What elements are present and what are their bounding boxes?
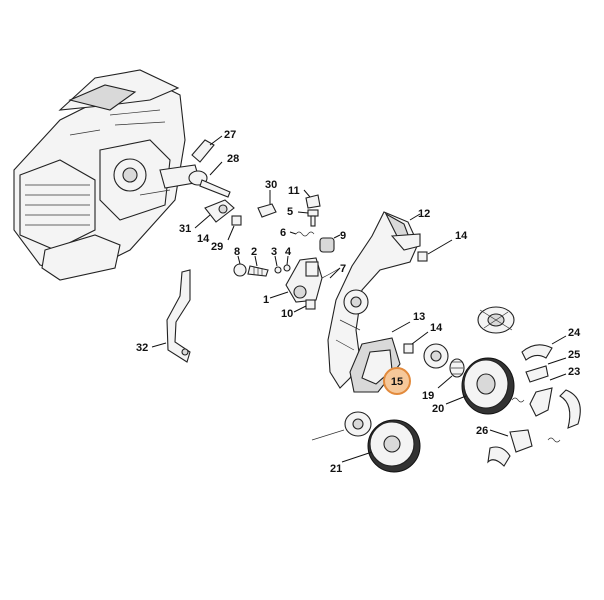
part-19-bearing	[437, 358, 465, 389]
part-26-clutch-parts	[487, 429, 533, 467]
callout-21[interactable]: 21	[330, 463, 342, 475]
part-31-lever	[194, 199, 235, 229]
part-29-screw	[227, 215, 242, 241]
part-32-bracket	[151, 269, 191, 363]
part-28-pin-assembly	[188, 161, 231, 198]
parts-2-3-4-8	[233, 255, 291, 277]
callout-8[interactable]: 8	[234, 246, 240, 258]
callout-27[interactable]: 27	[224, 129, 236, 141]
callout-19[interactable]: 19	[422, 390, 434, 402]
callout-6[interactable]: 6	[280, 227, 286, 239]
part-10-screw	[293, 299, 316, 313]
callout-1[interactable]: 1	[263, 294, 269, 306]
callout-14-right[interactable]: 14	[455, 230, 468, 242]
part-5-screw	[297, 209, 319, 227]
callout-5[interactable]: 5	[287, 206, 293, 218]
callout-15[interactable]: 15	[391, 376, 403, 388]
callout-11[interactable]: 11	[288, 185, 300, 197]
part-1-oil-pump	[269, 257, 323, 303]
callout-12[interactable]: 12	[418, 208, 430, 220]
callout-10[interactable]: 10	[281, 308, 293, 320]
callout-24[interactable]: 24	[568, 327, 581, 339]
part-14-screw-top	[417, 239, 453, 262]
callout-28[interactable]: 28	[227, 153, 239, 165]
part-30-bracket	[257, 190, 277, 218]
part-7-tube	[321, 267, 341, 279]
callout-14-left[interactable]: 14	[197, 233, 210, 245]
part-6-spring	[289, 231, 315, 237]
callout-23[interactable]: 23	[568, 366, 580, 378]
callout-20[interactable]: 20	[432, 403, 444, 415]
callout-31[interactable]: 31	[179, 223, 191, 235]
callout-25[interactable]: 25	[568, 349, 580, 361]
callout-4[interactable]: 4	[285, 246, 292, 258]
callout-29[interactable]: 29	[211, 241, 223, 253]
part-24-shoe	[521, 335, 567, 361]
part-spur-small	[423, 343, 449, 369]
part-14-screw-mid	[403, 331, 429, 354]
part-25-spring	[525, 357, 567, 383]
part-9-knob	[319, 234, 341, 253]
part-11-nut	[303, 189, 321, 209]
part-21-clutch-drum	[341, 419, 421, 473]
callout-32[interactable]: 32	[136, 342, 148, 354]
callout-9[interactable]: 9	[340, 230, 346, 242]
part-27-pad	[191, 135, 223, 163]
callout-3[interactable]: 3	[271, 246, 277, 258]
part-12-chain-cover	[327, 211, 421, 389]
callout-2[interactable]: 2	[251, 246, 257, 258]
part-23-clutch	[511, 373, 581, 443]
callout-30[interactable]: 30	[265, 179, 277, 191]
part-20-clutch-drum	[445, 357, 515, 415]
callout-labels: 27 28 30 11 5 31 14 29 6 9 12 14 8 2 3 4…	[136, 129, 581, 475]
callout-7[interactable]: 7	[340, 263, 346, 275]
callout-26[interactable]: 26	[476, 425, 488, 437]
highlight-circle-15[interactable]	[383, 367, 411, 395]
callout-13[interactable]: 13	[413, 311, 425, 323]
part-spur-lower	[311, 411, 372, 441]
callout-14-mid[interactable]: 14	[430, 322, 443, 334]
engine-assembly	[13, 69, 201, 281]
part-sprocket-upper	[477, 306, 515, 334]
